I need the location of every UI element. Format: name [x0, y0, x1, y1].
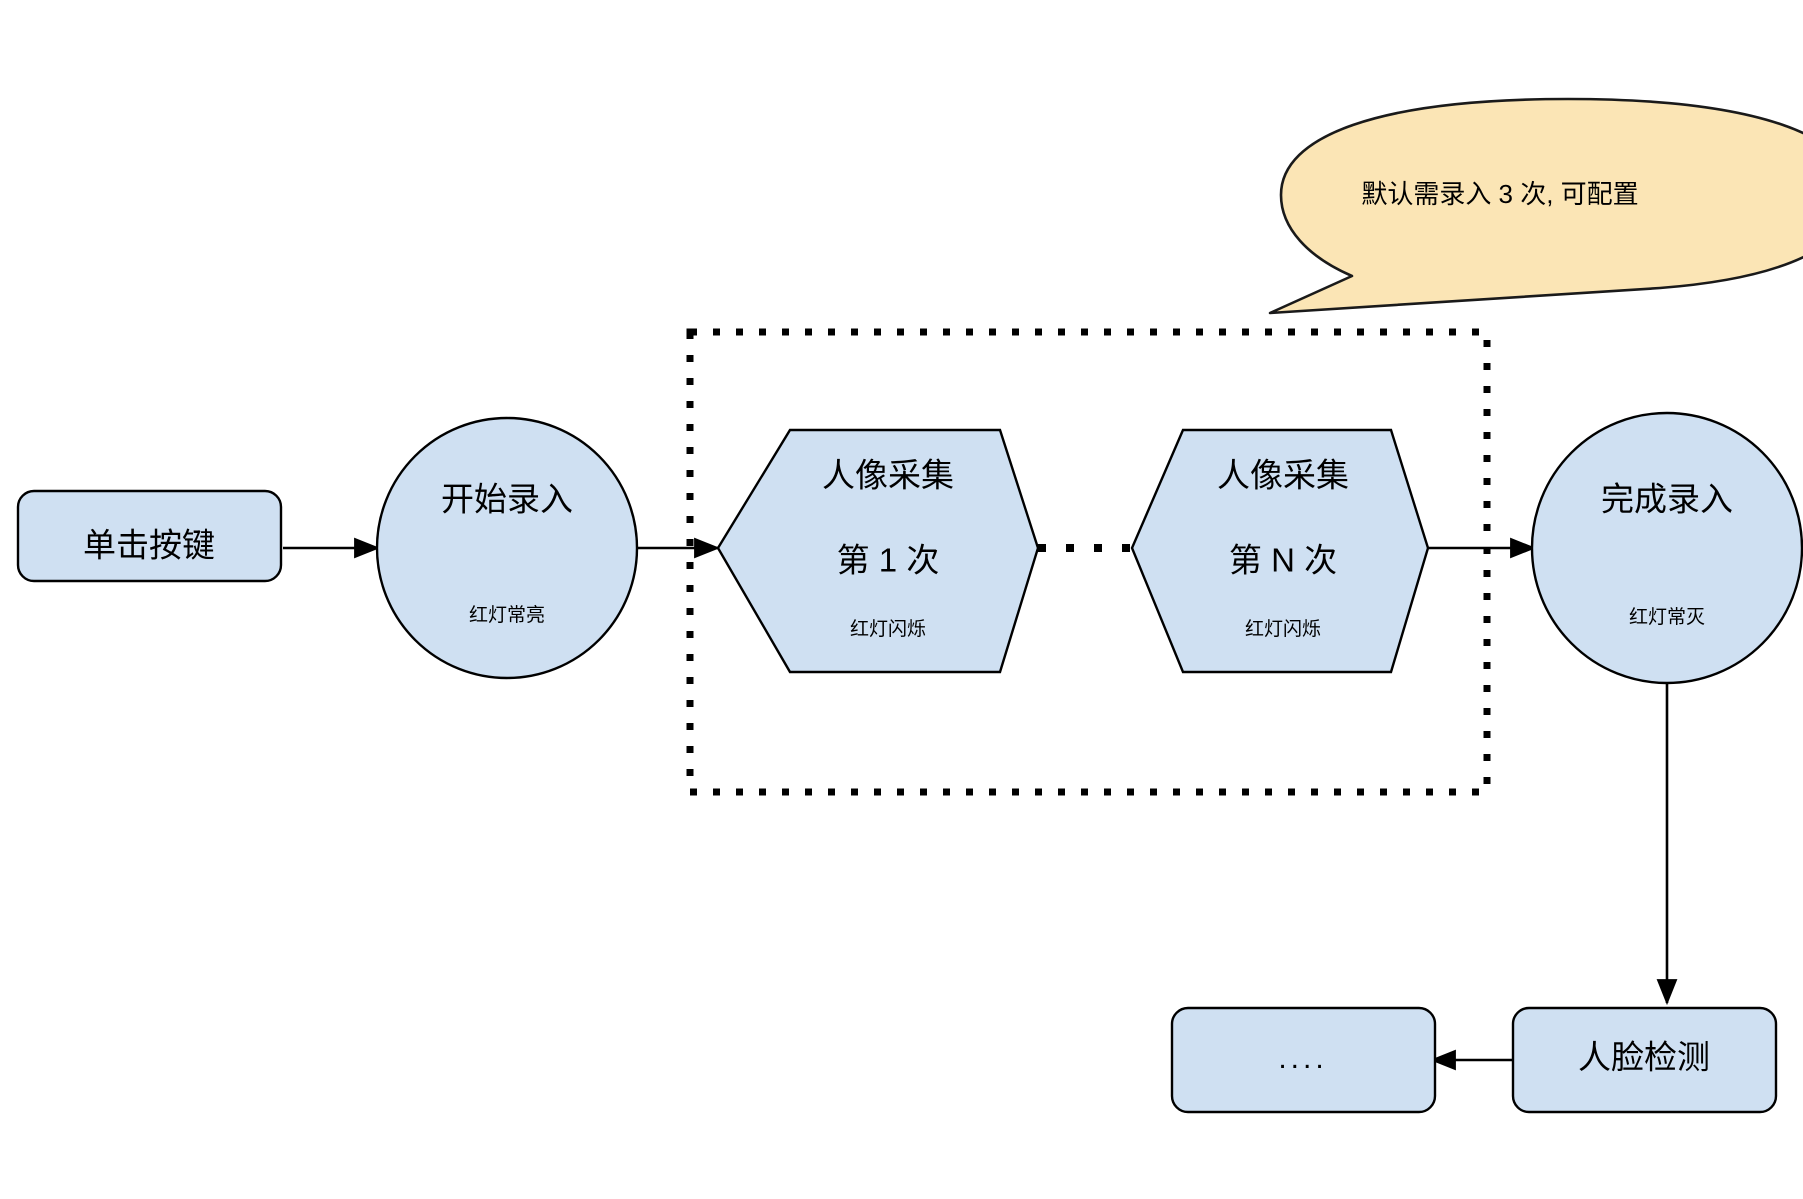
node-capture-nth-sublabel: 红灯闪烁 [1245, 618, 1321, 640]
node-more-steps-shape [1170, 1006, 1437, 1114]
node-capture-first-label-line2: 第 1 次 [837, 542, 940, 579]
callout-bubble-shape [1268, 97, 1803, 315]
node-click-key-label: 单击按键 [83, 527, 215, 564]
node-click-key[interactable]: 单击按键 [16, 489, 283, 583]
node-face-detect[interactable]: 人脸检测 [1511, 1006, 1778, 1114]
node-capture-nth-label-line2: 第 N 次 [1229, 542, 1337, 579]
node-start-enroll-shape [375, 416, 639, 680]
node-finish-enroll-label: 完成录入 [1601, 481, 1733, 518]
node-capture-first-label-line1: 人像采集 [822, 457, 954, 494]
node-capture-first-shape [716, 428, 1040, 674]
node-start-enroll[interactable]: 开始录入 红灯常亮 [375, 416, 639, 680]
node-start-enroll-sublabel: 红灯常亮 [469, 604, 545, 626]
node-start-enroll-label: 开始录入 [441, 481, 573, 518]
node-finish-enroll[interactable]: 完成录入 红灯常灭 [1530, 411, 1803, 685]
node-face-detect-label: 人脸检测 [1578, 1039, 1710, 1076]
node-capture-nth-shape [1130, 428, 1430, 674]
node-capture-nth[interactable]: 人像采集 第 N 次 红灯闪烁 [1130, 428, 1430, 674]
node-capture-first-sublabel: 红灯闪烁 [850, 618, 926, 640]
callout-enroll-count[interactable]: 默认需录入 3 次, 可配置 [1268, 97, 1803, 315]
node-more-steps-label: .... [1278, 1042, 1327, 1075]
node-capture-first[interactable]: 人像采集 第 1 次 红灯闪烁 [716, 428, 1040, 674]
node-finish-enroll-sublabel: 红灯常灭 [1629, 606, 1705, 628]
callout-text: 默认需录入 3 次, 可配置 [1361, 179, 1638, 209]
node-finish-enroll-shape [1530, 411, 1803, 685]
node-more-steps[interactable]: .... [1170, 1006, 1437, 1114]
loop-region-dotted-box [686, 328, 1491, 796]
node-face-detect-shape [1511, 1006, 1778, 1114]
node-click-key-shape [16, 489, 283, 583]
node-capture-nth-label-line1: 人像采集 [1217, 457, 1349, 494]
